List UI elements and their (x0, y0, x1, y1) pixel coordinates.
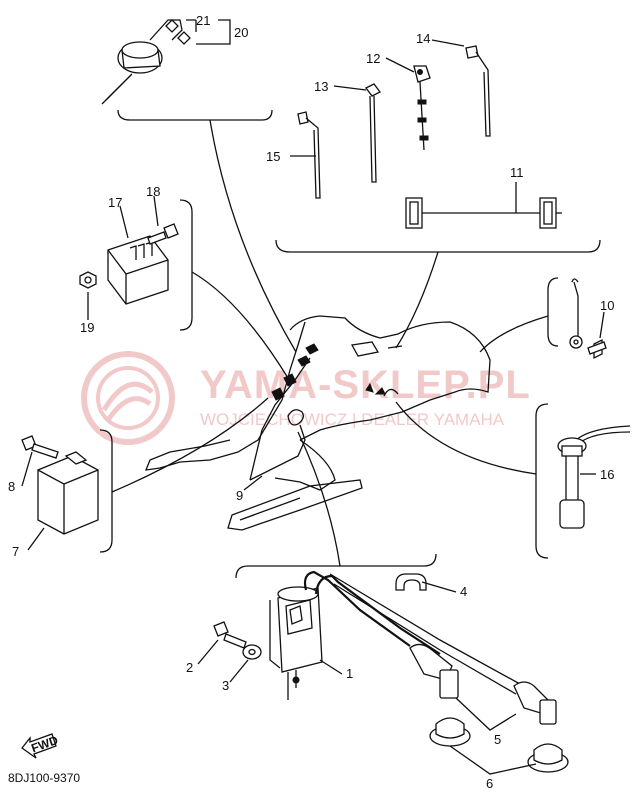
part-18-bolt (147, 223, 179, 245)
fwd-label: FWD (29, 733, 60, 756)
part-15-cable-tie (297, 111, 321, 199)
callout-2: 2 (186, 660, 193, 675)
part-11-harness (405, 197, 562, 229)
callout-14: 14 (416, 31, 430, 46)
callout-15: 15 (266, 149, 280, 164)
callout-21: 21 (196, 13, 210, 28)
callout-10: 10 (600, 298, 614, 313)
part-14-cable-tie (465, 45, 491, 137)
callout-9: 9 (236, 488, 243, 503)
callout-6: 6 (486, 776, 493, 791)
callout-leaders (21, 19, 605, 775)
callout-5: 5 (494, 732, 501, 747)
part-12-clamp (413, 65, 431, 151)
callout-20: 20 (234, 25, 248, 40)
callout-3: 3 (222, 678, 229, 693)
part-10-ground-lead (569, 278, 607, 360)
leader-lines (99, 109, 601, 579)
callout-7: 7 (12, 544, 19, 559)
part-13-cable-tie (365, 83, 381, 183)
part-19-nut (79, 271, 97, 289)
part-16-sensor (557, 425, 631, 529)
callout-18: 18 (146, 184, 160, 199)
frame-outline (144, 315, 491, 531)
callout-19: 19 (80, 320, 94, 335)
part-17-unit (107, 235, 169, 305)
callout-17: 17 (108, 195, 122, 210)
callout-11: 11 (510, 165, 524, 180)
callout-4: 4 (460, 584, 467, 599)
part-3-washer (242, 644, 262, 660)
part-6-boots (429, 717, 569, 773)
part-2-bolt (213, 621, 247, 649)
fwd-arrow: FWD (21, 733, 60, 759)
callout-8: 8 (8, 479, 15, 494)
part-1-ignition-coil (269, 570, 557, 725)
part-20-21-connector (101, 19, 191, 105)
part-8-bolt (21, 435, 59, 459)
watermark-logo (81, 351, 175, 445)
callout-labels: 21 20 14 12 13 15 11 17 18 19 10 16 8 7 … (8, 13, 614, 791)
callout-1: 1 (346, 666, 353, 681)
watermark-subline: WOJCIECHOWICZ | DEALER YAMAHA (200, 410, 505, 429)
watermark: YAMA-SKLEP.PL WOJCIECHOWICZ | DEALER YAM… (81, 351, 531, 445)
callout-16: 16 (600, 467, 614, 482)
diagram-code: 8DJ100-9370 (8, 771, 80, 785)
callout-13: 13 (314, 79, 328, 94)
part-7-control-unit (37, 451, 99, 535)
callout-12: 12 (366, 51, 380, 66)
watermark-brand: YAMA-SKLEP.PL (200, 363, 531, 407)
part-4-clamp (395, 573, 427, 591)
